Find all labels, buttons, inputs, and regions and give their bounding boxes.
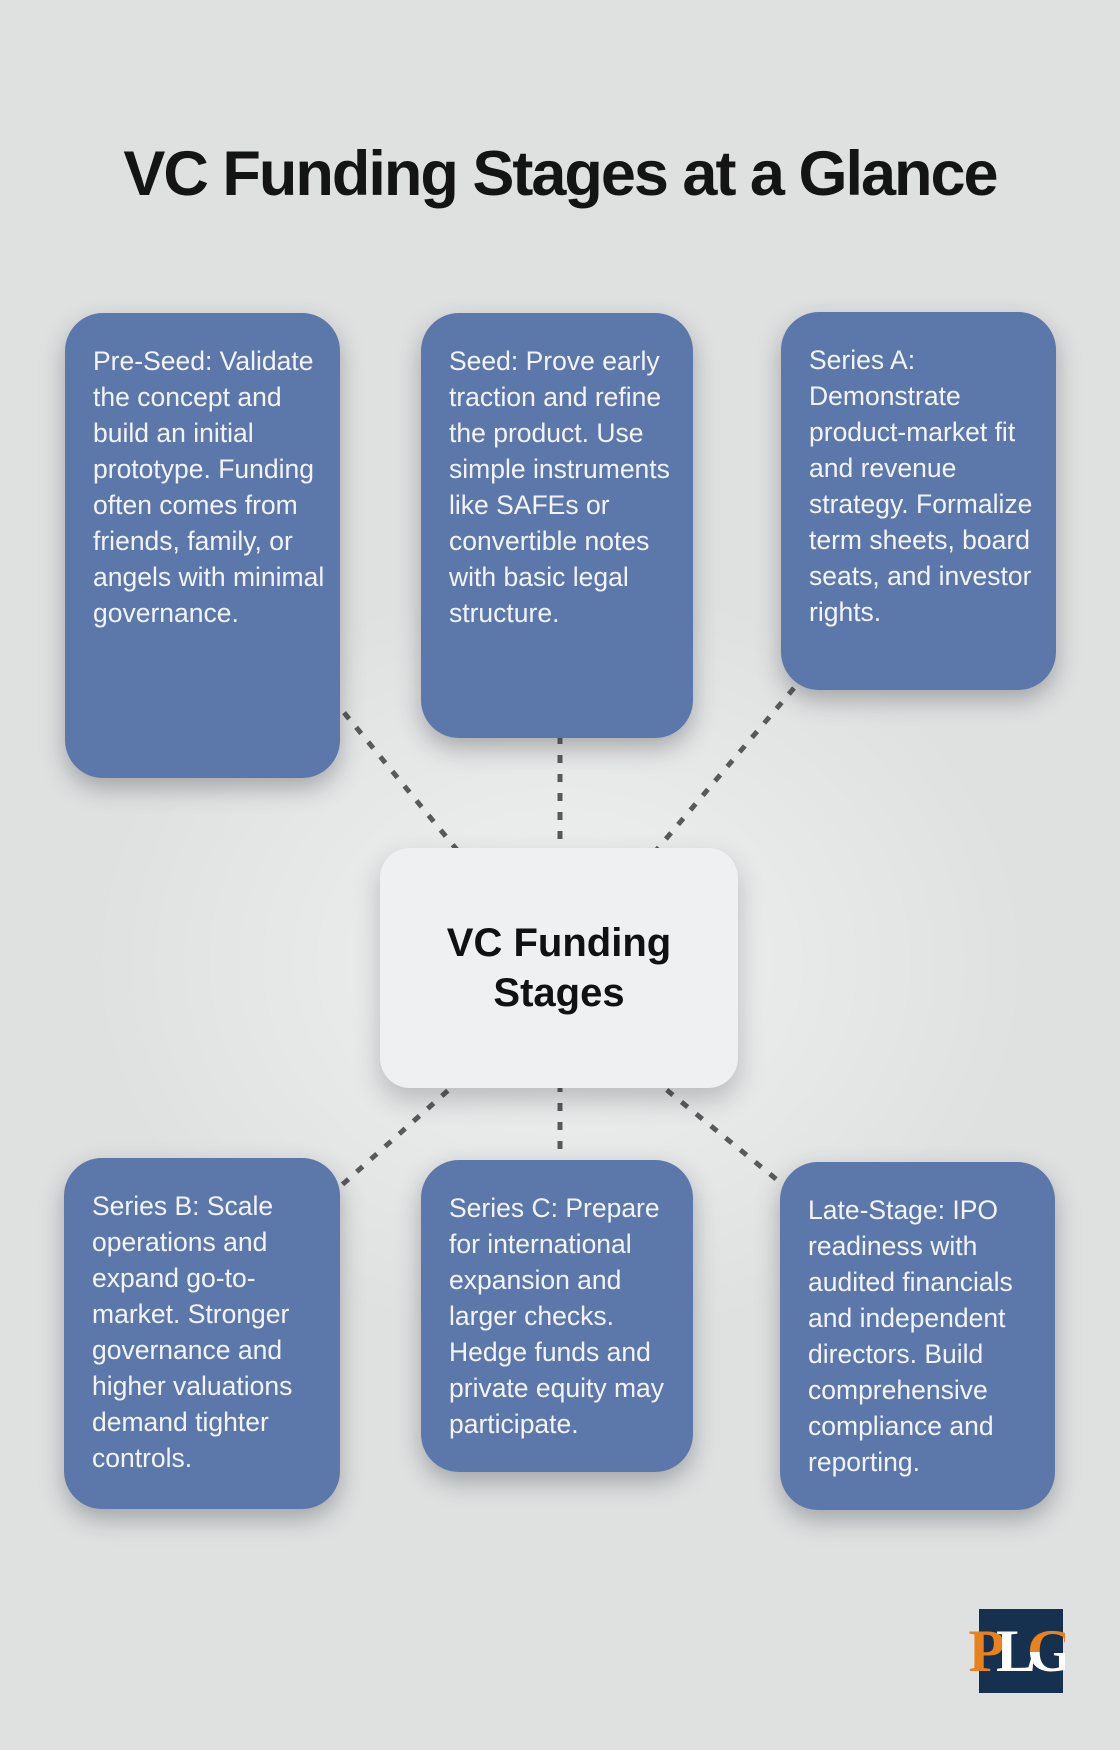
logo-letter-p: P (968, 1618, 1005, 1684)
center-node-title-line1: VC Funding (446, 921, 672, 965)
node-series-a: Series A: Demonstrate product-market fit… (781, 312, 1056, 690)
node-late-stage: Late-Stage: IPO readiness with audited f… (780, 1162, 1055, 1510)
node-text: Series A: Demonstrate product-market fit… (809, 345, 1033, 627)
node-text: Late-Stage: IPO readiness with audited f… (808, 1195, 1013, 1477)
logo-letter-g: G (1027, 1618, 1074, 1684)
node-text: Pre-Seed: Validate the concept and build… (93, 346, 325, 628)
center-node-title-line2: Stages (493, 971, 625, 1015)
node-seed: Seed: Prove early traction and refine th… (421, 313, 693, 738)
node-text: Series C: Prepare for international expa… (449, 1193, 665, 1439)
center-node: VC Funding Stages (380, 848, 738, 1088)
node-text: Seed: Prove early traction and refine th… (449, 346, 670, 628)
logo-letter-l: L (995, 1618, 1036, 1684)
node-series-c: Series C: Prepare for international expa… (421, 1160, 693, 1472)
node-text: Series B: Scale operations and expand go… (92, 1191, 293, 1473)
page-title: VC Funding Stages at a Glance (123, 139, 998, 210)
connector-line (330, 696, 464, 858)
node-pre-seed: Pre-Seed: Validate the concept and build… (65, 313, 340, 778)
node-series-b: Series B: Scale operations and expand go… (64, 1158, 340, 1509)
plg-logo: P L G (968, 1609, 1074, 1693)
